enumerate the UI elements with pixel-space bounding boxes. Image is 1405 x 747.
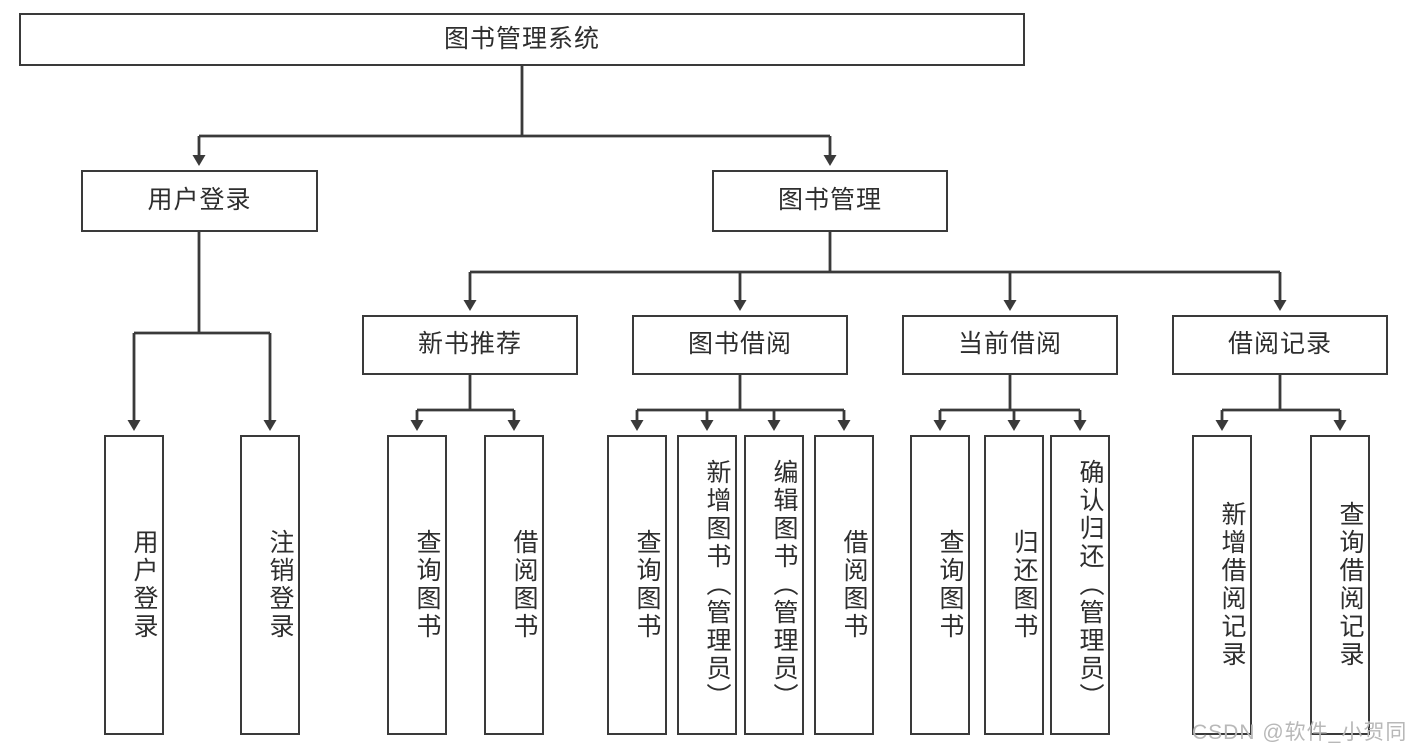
leaf-borrow-book-2[interactable]: 借阅图书 — [814, 435, 874, 735]
leaf-return-book-label: 归还图书 — [1010, 529, 1038, 641]
watermark: CSDN @软件_小贺同学 — [1192, 721, 1405, 744]
node-book-borrow[interactable]: 图书借阅 — [632, 315, 848, 375]
leaf-user-login-label: 用户登录 — [130, 529, 158, 641]
leaf-query-book-1-label: 查询图书 — [413, 529, 441, 641]
node-book-manage[interactable]: 图书管理 — [712, 170, 948, 232]
node-user-login[interactable]: 用户登录 — [81, 170, 318, 232]
leaf-return-book[interactable]: 归还图书 — [984, 435, 1044, 735]
node-current-borrow-label: 当前借阅 — [957, 330, 1062, 359]
node-book-manage-label: 图书管理 — [777, 186, 882, 215]
leaf-edit-book-label: 编辑图书（管理员） — [770, 459, 798, 711]
node-borrow-record-label: 借阅记录 — [1227, 330, 1332, 359]
leaf-query-book-3-label: 查询图书 — [936, 529, 964, 641]
leaf-query-book-2[interactable]: 查询图书 — [607, 435, 667, 735]
leaf-add-record-label: 新增借阅记录 — [1218, 501, 1246, 669]
leaf-borrow-book-2-label: 借阅图书 — [840, 529, 868, 641]
node-user-login-label: 用户登录 — [147, 186, 252, 215]
leaf-borrow-book-1[interactable]: 借阅图书 — [484, 435, 544, 735]
leaf-query-book-2-label: 查询图书 — [633, 529, 661, 641]
leaf-query-book-3[interactable]: 查询图书 — [910, 435, 970, 735]
node-borrow-record[interactable]: 借阅记录 — [1172, 315, 1388, 375]
leaf-query-book-1[interactable]: 查询图书 — [387, 435, 447, 735]
leaf-confirm-return[interactable]: 确认归还（管理员） — [1050, 435, 1110, 735]
leaf-edit-book[interactable]: 编辑图书（管理员） — [744, 435, 804, 735]
node-root-label: 图书管理系统 — [443, 24, 600, 53]
node-current-borrow[interactable]: 当前借阅 — [902, 315, 1118, 375]
leaf-user-logout[interactable]: 注销登录 — [240, 435, 300, 735]
leaf-borrow-book-1-label: 借阅图书 — [510, 529, 538, 641]
leaf-user-logout-label: 注销登录 — [266, 529, 294, 641]
leaf-add-book-label: 新增图书（管理员） — [703, 459, 731, 711]
node-root[interactable]: 图书管理系统 — [19, 13, 1025, 66]
leaf-add-record[interactable]: 新增借阅记录 — [1192, 435, 1252, 735]
node-book-borrow-label: 图书借阅 — [687, 330, 792, 359]
leaf-query-record[interactable]: 查询借阅记录 — [1310, 435, 1370, 735]
leaf-user-login[interactable]: 用户登录 — [104, 435, 164, 735]
node-new-book-recommend-label: 新书推荐 — [417, 330, 522, 359]
leaf-confirm-return-label: 确认归还（管理员） — [1076, 459, 1104, 711]
leaf-add-book[interactable]: 新增图书（管理员） — [677, 435, 737, 735]
leaf-query-record-label: 查询借阅记录 — [1336, 501, 1364, 669]
node-new-book-recommend[interactable]: 新书推荐 — [362, 315, 578, 375]
